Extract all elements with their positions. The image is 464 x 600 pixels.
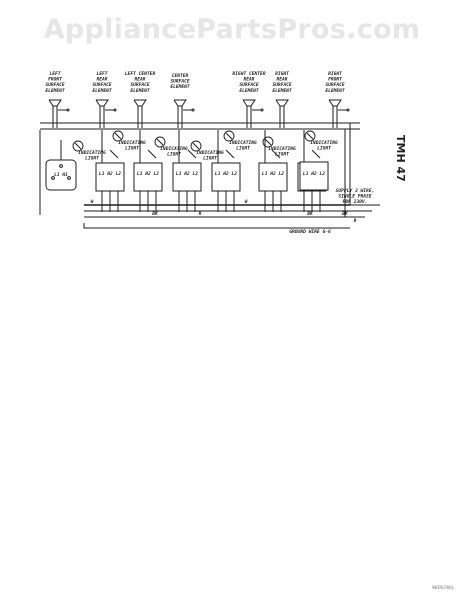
indicating-light-label: INDICATING xyxy=(160,146,188,152)
crossover-wire xyxy=(225,149,235,159)
watermark-text: AppliancePartsPros.com xyxy=(43,14,421,45)
wire-code-label: R xyxy=(199,211,202,217)
element-label: FRONT xyxy=(328,77,342,83)
switch-terminal-label: L1 H2 L2 xyxy=(99,171,121,177)
element-label: SURFACE xyxy=(272,82,292,88)
element-label: FRONT xyxy=(48,77,62,83)
indicating-light-label: INDICATING xyxy=(196,150,224,156)
surface-unit-switch xyxy=(211,162,241,192)
surface-element-symbol xyxy=(133,99,147,107)
element-label: ELEMENT xyxy=(130,88,150,94)
surface-element-symbol xyxy=(328,99,342,107)
switch-terminal xyxy=(59,164,63,168)
indicator-mark xyxy=(225,132,233,140)
wire-code-label: BK xyxy=(306,211,314,217)
surface-unit-switch xyxy=(258,162,288,192)
switch-terminal-label: L1 H2 L2 xyxy=(303,171,325,177)
terminal-dot xyxy=(191,108,195,112)
indicator-mark xyxy=(74,142,82,150)
right-front-switch xyxy=(299,161,329,191)
element-label: RIGHT xyxy=(275,71,289,77)
element-label: RIGHT xyxy=(328,71,342,77)
supply-label: SUPPLY 3 WIRE, xyxy=(336,188,375,194)
supply-label: FOR 230V. xyxy=(343,199,368,205)
surface-unit-switch xyxy=(95,162,125,192)
switch-terminal xyxy=(51,176,55,180)
element-label: REAR xyxy=(276,77,287,83)
element-label: CENTER xyxy=(172,73,189,79)
element-label: ELEMENT xyxy=(239,88,259,94)
surface-element-symbol xyxy=(242,99,256,107)
element-label: REAR xyxy=(134,77,145,83)
switch-terminal-label: L1 H2 L2 xyxy=(137,171,159,177)
crossover-wire xyxy=(109,149,119,159)
element-label: REAR xyxy=(96,77,107,83)
ground-wire-label: GROUND WIRE G-G xyxy=(289,229,331,235)
surface-element-symbol xyxy=(95,99,109,107)
surface-element-symbol xyxy=(173,99,187,107)
terminal-dot xyxy=(113,108,117,112)
switch-terminal-label: L1 H1 xyxy=(54,172,68,178)
indicator-mark xyxy=(156,138,164,146)
indicating-light-label: INDICATING xyxy=(78,150,106,156)
element-label: SURFACE xyxy=(92,82,112,88)
indicating-light-label: LIGHT xyxy=(236,146,250,152)
surface-element-symbol xyxy=(275,99,289,107)
element-label: LEFT xyxy=(49,71,60,77)
ground-wire xyxy=(83,223,350,229)
element-label: SURFACE xyxy=(170,79,190,85)
indicating-light-label: INDICATING xyxy=(310,140,338,146)
indicating-light-label: INDICATING xyxy=(229,140,257,146)
crossover-wire xyxy=(147,149,157,159)
terminal-dot xyxy=(346,108,350,112)
indicating-light-label: LIGHT xyxy=(85,156,99,162)
indicating-light-label: LIGHT xyxy=(203,156,217,162)
indicating-light-label: LIGHT xyxy=(125,146,139,152)
wire-code-label: W xyxy=(91,199,95,205)
surface-unit-switch xyxy=(133,162,163,192)
wire-code-label: R xyxy=(354,218,357,224)
terminal-dot xyxy=(66,108,70,112)
terminal-dot xyxy=(260,108,264,112)
switch-terminal-label: L1 H2 L2 xyxy=(262,171,284,177)
element-label: LEFT xyxy=(96,71,107,77)
element-label: SURFACE xyxy=(239,82,259,88)
indicator-mark xyxy=(114,132,122,140)
switch-terminal-label: L1 H2 L2 xyxy=(176,171,198,177)
element-label: ELEMENT xyxy=(92,88,112,94)
switch-terminal-label: L1 H2 L2 xyxy=(215,171,237,177)
element-label: SURFACE xyxy=(45,82,65,88)
indicator-mark xyxy=(192,142,200,150)
surface-unit-switch xyxy=(172,162,202,192)
supply-label: SINGLE PHASE xyxy=(338,194,371,200)
indicating-light-label: LIGHT xyxy=(167,152,181,158)
element-label: LEFT CENTER xyxy=(125,71,156,77)
element-label: ELEMENT xyxy=(272,88,292,94)
crossover-wire xyxy=(187,149,197,159)
indicating-light-label: INDICATING xyxy=(118,140,146,146)
wire-code-label: BK xyxy=(151,211,159,217)
element-label: SURFACE xyxy=(130,82,150,88)
indicator-mark xyxy=(306,132,314,140)
element-label: SURFACE xyxy=(325,82,345,88)
element-label: ELEMENT xyxy=(170,84,190,90)
surface-element-symbol xyxy=(48,99,62,107)
element-label: ELEMENT xyxy=(325,88,345,94)
indicating-light-label: LIGHT xyxy=(275,152,289,158)
footer-right-text: WHIRLPOOL xyxy=(432,585,454,590)
wire-code-label: W xyxy=(245,199,249,205)
model-code: TMH 47 xyxy=(394,135,407,182)
indicating-light-label: LIGHT xyxy=(317,146,331,152)
indicator-mark xyxy=(264,138,272,146)
switch-terminal xyxy=(67,176,71,180)
crossover-wire xyxy=(311,149,321,159)
element-label: RIGHT CENTER xyxy=(232,71,265,77)
element-label: REAR xyxy=(243,77,254,83)
crossover-wire xyxy=(271,149,281,159)
element-label: ELEMENT xyxy=(45,88,65,94)
indicating-light-label: INDICATING xyxy=(268,146,296,152)
